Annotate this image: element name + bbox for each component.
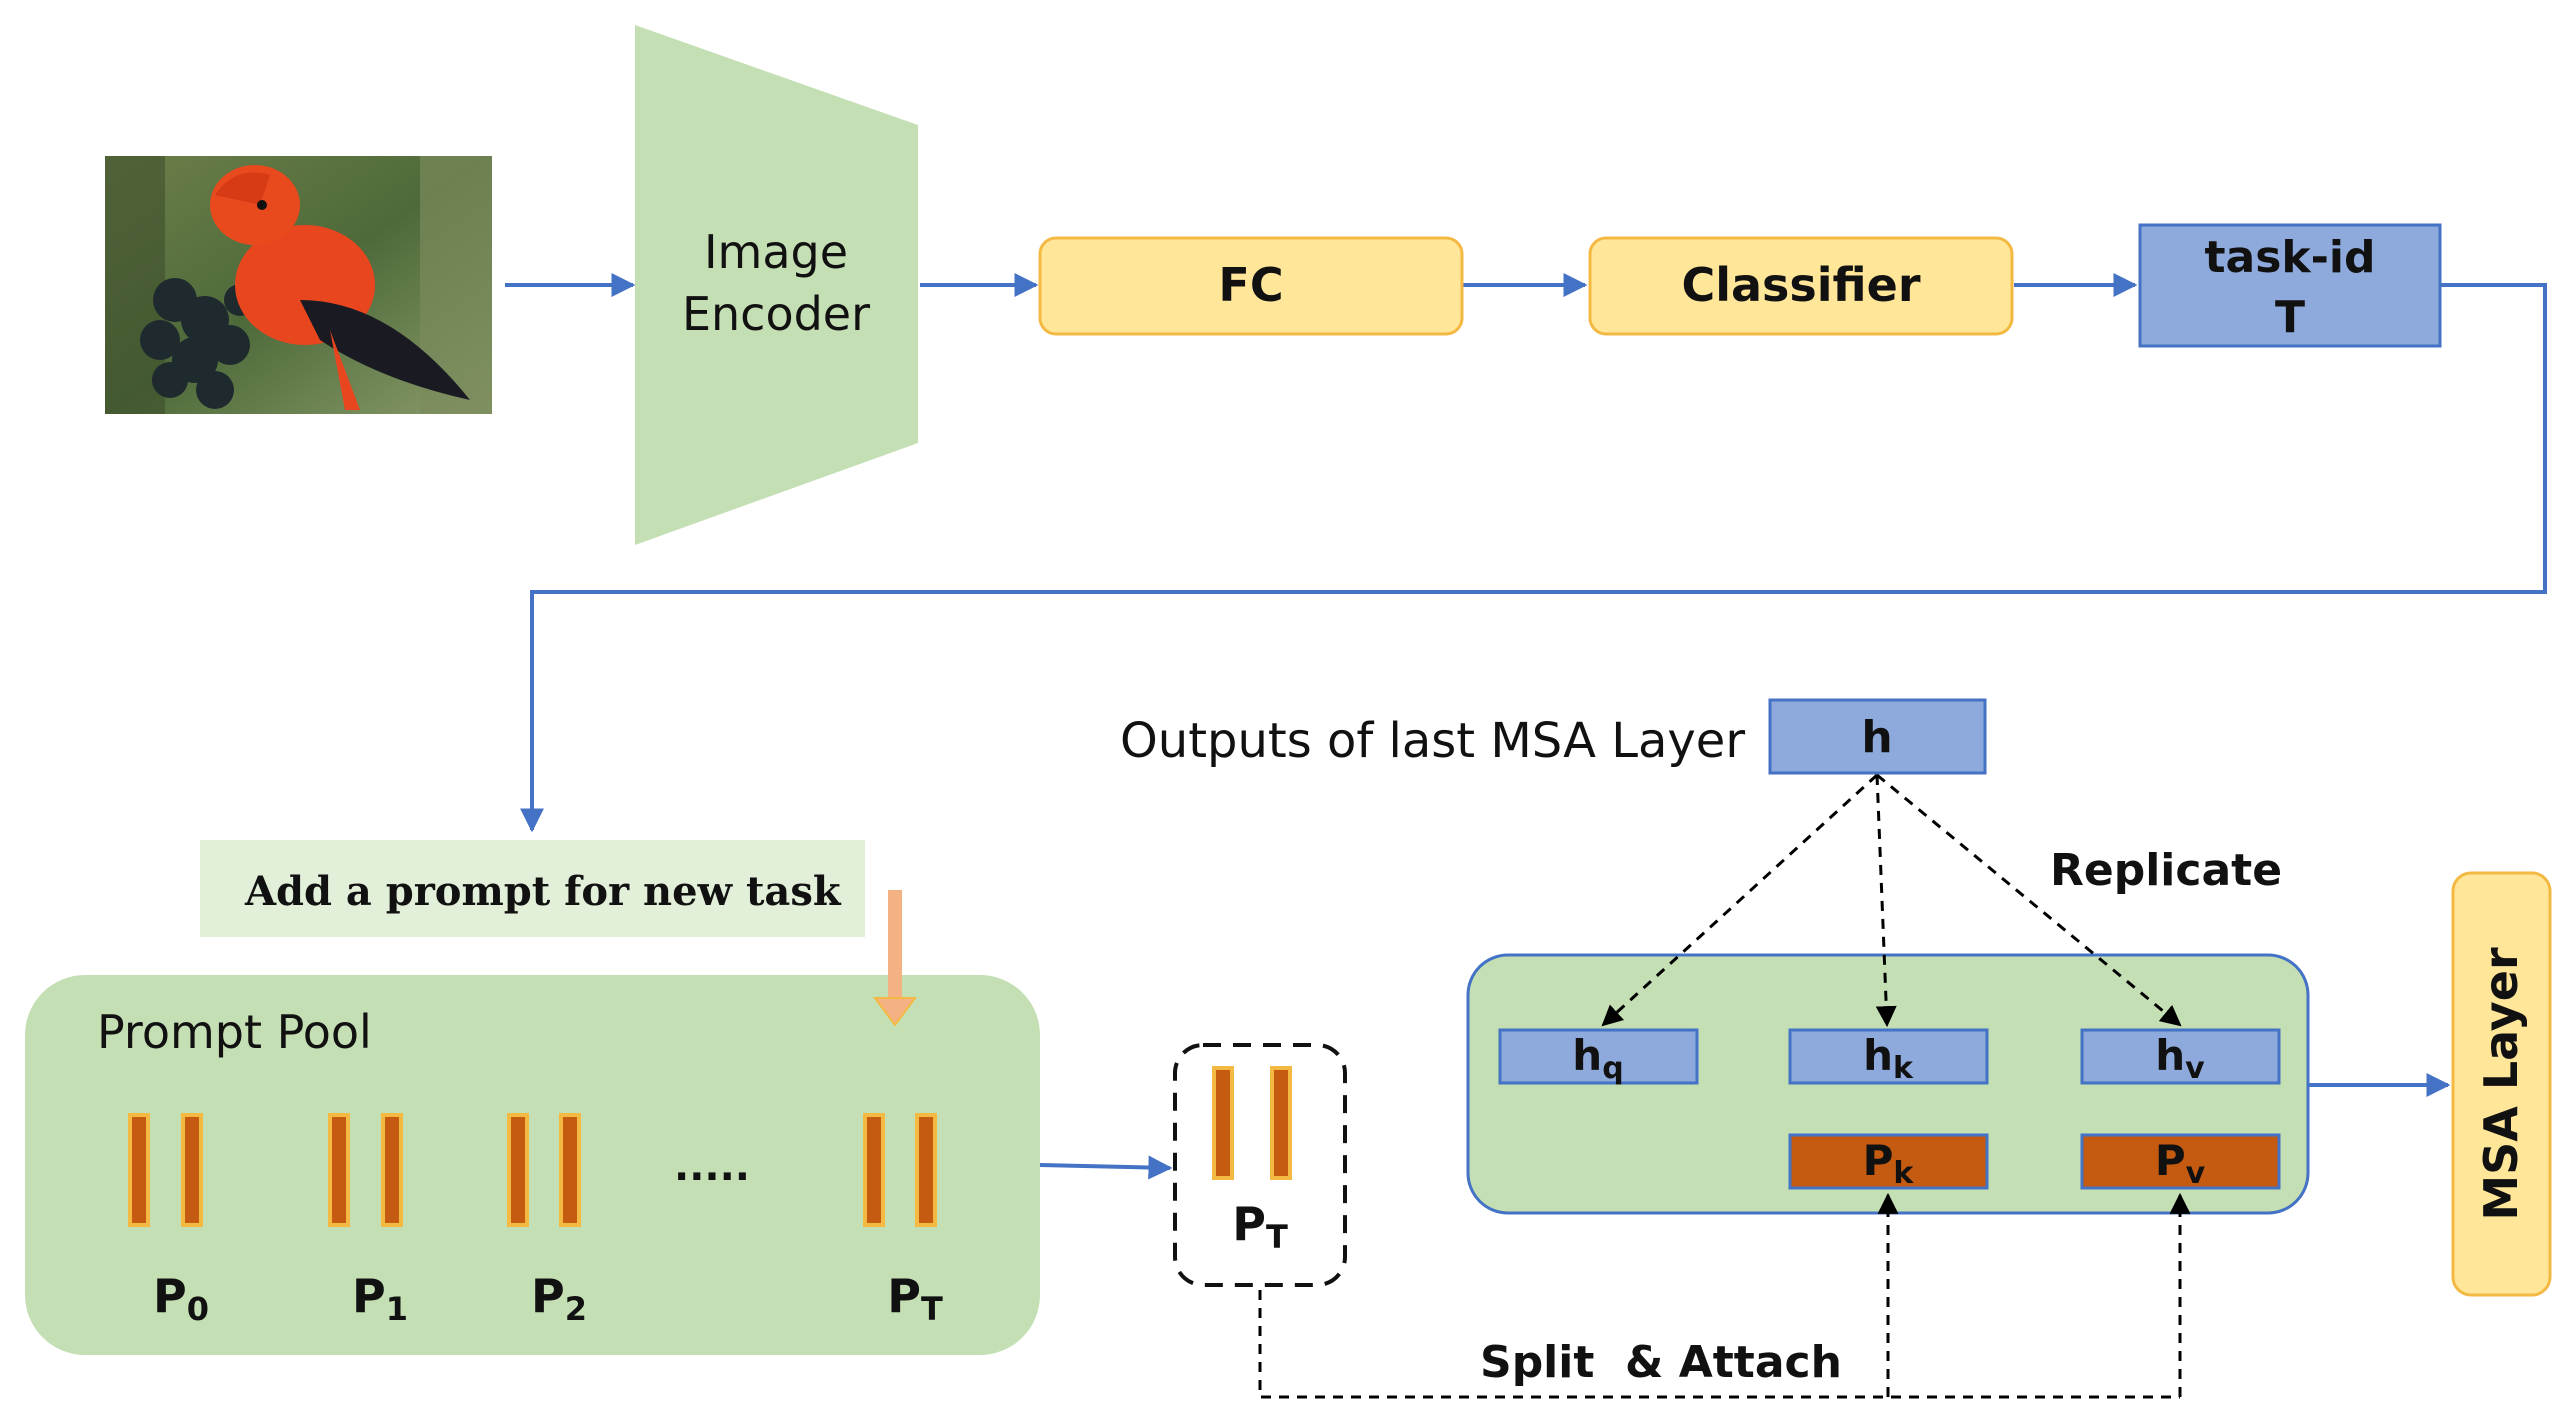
prompt-pt-bars [863,1113,937,1227]
prompt-pool-ellipsis: ..... [674,1144,750,1190]
selected-prompt-box [1173,1043,1347,1287]
prompt-p0-bars [128,1113,203,1227]
prompt-pool-box [25,975,1040,1355]
msa-outputs-label: Outputs of last MSA Layer [1120,713,1745,769]
hq-label: hq [1572,1031,1623,1086]
arrow-taskid-to-prompt [520,283,2547,833]
prompt-pt-label: PT [887,1269,943,1328]
fc-box [1038,236,1464,336]
task-id-label-line2: T [2275,292,2305,343]
add-prompt-banner [200,840,865,937]
image-encoder-label-line2: Encoder [682,287,870,341]
replicate-label: Replicate [2050,845,2282,896]
classifier-box [1588,236,2014,336]
task-id-label-line1: task-id [2204,232,2375,283]
replicate-arrow-k [1875,774,1897,1028]
prompt-p2-label: P2 [531,1269,587,1328]
classifier-label: Classifier [1681,258,1920,312]
hq-box [1498,1028,1699,1085]
prompt-p2-bars [507,1113,581,1227]
split-attach-path [1258,1290,2180,1399]
hk-label: hk [1863,1031,1914,1086]
fc-label: FC [1218,258,1283,312]
image-encoder-block [635,25,918,545]
input-image [105,156,492,414]
h-box [1768,698,1987,775]
selected-prompt-bars [1212,1066,1292,1180]
prompt-p1-label: P1 [352,1269,408,1328]
pv-label: Pv [2155,1136,2206,1191]
pk-label: Pk [1863,1136,1915,1191]
msa-layer-label: MSA Layer [2474,947,2528,1221]
split-attach-label: Split & Attach [1480,1337,1842,1388]
msa-layer-box [2451,871,2552,1297]
image-encoder-label-line1: Image [704,225,848,279]
replicate-arrow-v [1876,773,2182,1027]
hk-box [1788,1028,1989,1085]
task-id-box [2138,223,2442,348]
arrow-pool-to-selected [1039,1155,1173,1180]
pk-box [1788,1133,1989,1190]
hv-box [2080,1028,2281,1085]
prompt-p1-bars [328,1113,403,1227]
add-prompt-label: Add a prompt for new task [244,868,842,915]
prompt-p0-label: P0 [153,1269,209,1328]
hv-label: hv [2155,1031,2205,1086]
prompt-pool-title: Prompt Pool [97,1005,372,1059]
new-prompt-arrow-head [873,997,917,1027]
replicate-arrow-q [1601,773,1879,1027]
h-label: h [1861,712,1892,763]
selected-prompt-label: PT [1232,1197,1288,1256]
pv-box [2080,1133,2281,1190]
